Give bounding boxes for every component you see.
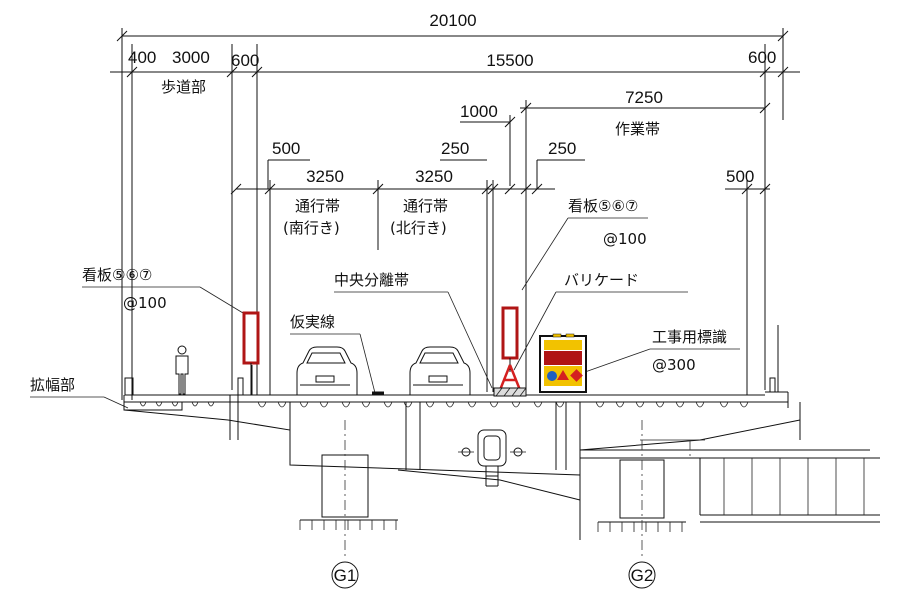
label-lane-north-1: 通行帯 xyxy=(403,197,448,215)
dim-total: 20100 xyxy=(429,11,476,30)
deck-slab xyxy=(123,391,880,560)
dim-250-a: 250 xyxy=(441,139,469,158)
svg-text:G1: G1 xyxy=(334,566,357,585)
dim-400: 400 xyxy=(128,48,156,67)
girder-g1-marker: G1 xyxy=(331,561,359,589)
label-temp-line: 仮実線 xyxy=(290,313,335,331)
dim-600-left: 600 xyxy=(231,51,259,70)
label-lane-south-2: (南行き) xyxy=(283,219,340,237)
label-barricade: バリケード xyxy=(564,271,639,289)
leader-lines xyxy=(30,217,740,409)
label-sign-left-pitch: @100 xyxy=(123,294,167,312)
label-median: 中央分離帯 xyxy=(334,271,409,289)
construction-sign-board xyxy=(539,333,587,393)
dim-600-right: 600 xyxy=(748,48,776,67)
label-construction-sign-pitch: @300 xyxy=(652,356,696,374)
dimension-lines xyxy=(110,28,800,400)
median-sign-board xyxy=(501,306,519,360)
label-sign-left: 看板⑤⑥⑦ xyxy=(82,266,152,284)
car-southbound xyxy=(296,346,358,396)
car-northbound xyxy=(409,346,471,396)
left-sign-board xyxy=(242,311,260,365)
dim-500-right: 500 xyxy=(726,167,754,186)
pedestrian-figure xyxy=(175,345,189,395)
dim-15500: 15500 xyxy=(486,51,533,70)
dim-250-b: 250 xyxy=(548,139,576,158)
svg-text:G2: G2 xyxy=(631,566,654,585)
label-widening: 拡幅部 xyxy=(30,376,75,394)
dim-3250-south: 3250 xyxy=(306,167,344,186)
label-sign-right: 看板⑤⑥⑦ xyxy=(568,197,638,215)
dim-3250-north: 3250 xyxy=(415,167,453,186)
dim-7250: 7250 xyxy=(625,88,663,107)
label-sidewalk: 歩道部 xyxy=(161,78,206,96)
dim-500-left: 500 xyxy=(272,139,300,158)
label-lane-north-2: (北行き) xyxy=(390,219,447,237)
barricade xyxy=(493,364,527,397)
dim-3000: 3000 xyxy=(172,48,210,67)
label-sign-right-pitch: @100 xyxy=(603,230,647,248)
girder-g2-marker: G2 xyxy=(628,561,656,589)
label-work-zone: 作業帯 xyxy=(615,120,660,138)
railings xyxy=(124,325,779,396)
dim-1000: 1000 xyxy=(460,102,498,121)
label-construction-sign: 工事用標識 xyxy=(652,328,727,346)
label-lane-south-1: 通行帯 xyxy=(295,197,340,215)
